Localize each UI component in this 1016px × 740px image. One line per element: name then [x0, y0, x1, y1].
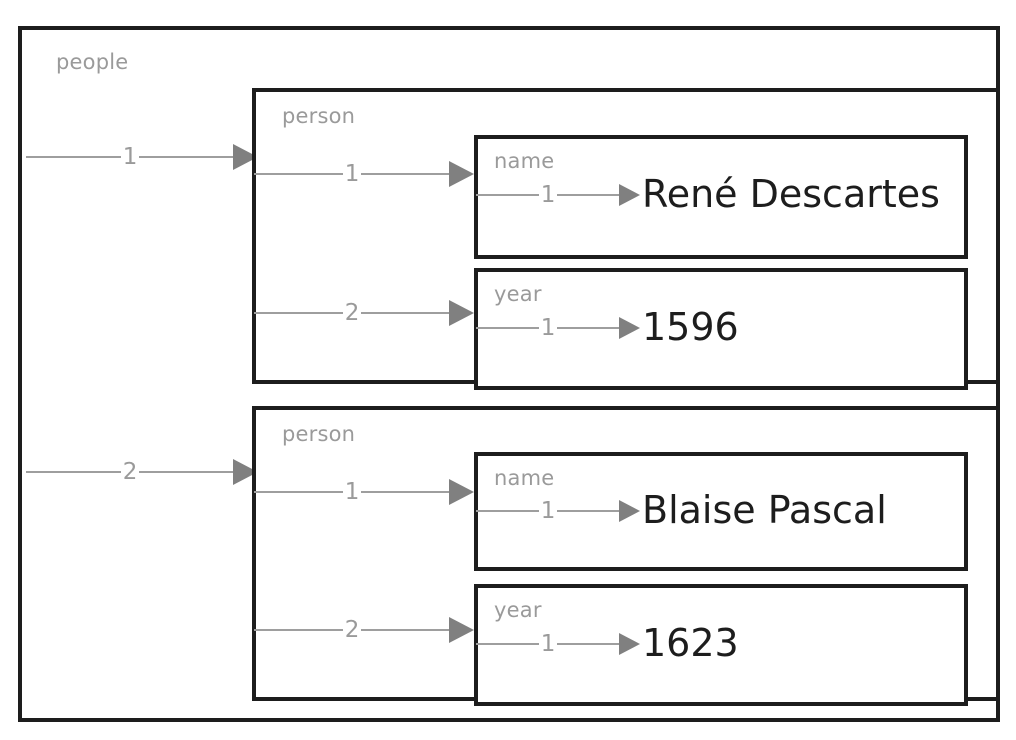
arrowhead-icon	[619, 500, 641, 522]
arrow-line	[361, 629, 451, 631]
arrow-line	[476, 643, 539, 645]
people-label: people	[56, 50, 129, 74]
people-index-1-arrow: 1	[26, 143, 259, 170]
year-1-label: year	[494, 282, 542, 306]
name-1-value-arrow: 1	[476, 181, 641, 208]
year-1-value-arrow: 1	[476, 314, 641, 341]
name-1-label: name	[494, 149, 555, 173]
arrow-line	[361, 173, 451, 175]
person-1-field-1-index: 1	[344, 160, 360, 187]
name-box-1: name 1 René Descartes	[474, 135, 968, 259]
year-1-value-index: 1	[540, 314, 556, 341]
person-box-1: person 1 2 name 1 René Descartes	[252, 88, 1000, 390]
person-2-label: person	[282, 422, 356, 446]
person-1-field-2-index: 2	[344, 299, 360, 326]
arrow-line	[254, 312, 343, 314]
arrow-line	[254, 491, 343, 493]
arrow-line	[26, 156, 121, 158]
name-2-value-index: 1	[540, 497, 556, 524]
name-2-value: Blaise Pascal	[642, 488, 887, 532]
arrowhead-icon	[619, 184, 641, 206]
arrow-line	[361, 312, 451, 314]
year-2-value: 1623	[642, 621, 739, 665]
arrow-line	[361, 491, 451, 493]
arrow-line	[476, 510, 539, 512]
person-2-field-1-index: 1	[344, 478, 360, 505]
person-1-field-1-arrow: 1	[254, 160, 475, 187]
arrowhead-icon	[449, 300, 475, 326]
arrow-line	[476, 327, 539, 329]
year-box-2: year 1 1623	[474, 584, 968, 706]
year-2-value-arrow: 1	[476, 630, 641, 657]
person-1-field-2-arrow: 2	[254, 299, 475, 326]
name-1-value: René Descartes	[642, 172, 940, 216]
person-2-field-2-arrow: 2	[254, 616, 475, 643]
people-index-2-arrow: 2	[26, 458, 259, 485]
name-1-value-index: 1	[540, 181, 556, 208]
people-box: people 1 2 person 1 2 name	[18, 26, 1000, 722]
arrow-line	[557, 643, 621, 645]
arrow-line	[476, 194, 539, 196]
person-2-field-2-index: 2	[344, 616, 360, 643]
arrowhead-icon	[619, 317, 641, 339]
year-1-value: 1596	[642, 305, 739, 349]
name-box-2: name 1 Blaise Pascal	[474, 452, 968, 571]
people-index-1-label: 1	[122, 143, 138, 170]
arrow-line	[139, 471, 235, 473]
person-2-field-1-arrow: 1	[254, 478, 475, 505]
name-2-value-arrow: 1	[476, 497, 641, 524]
arrow-line	[254, 629, 343, 631]
arrowhead-icon	[449, 479, 475, 505]
year-2-label: year	[494, 598, 542, 622]
person-1-label: person	[282, 104, 356, 128]
year-2-value-index: 1	[540, 630, 556, 657]
arrow-line	[557, 194, 621, 196]
people-index-2-label: 2	[122, 458, 138, 485]
person-box-2: person 1 2 name 1 Blaise Pascal	[252, 406, 1000, 706]
arrowhead-icon	[619, 633, 641, 655]
arrow-line	[26, 471, 121, 473]
year-box-1: year 1 1596	[474, 268, 968, 390]
arrow-line	[254, 173, 343, 175]
arrowhead-icon	[449, 617, 475, 643]
arrow-line	[557, 510, 621, 512]
name-2-label: name	[494, 466, 555, 490]
arrow-line	[557, 327, 621, 329]
arrowhead-icon	[449, 161, 475, 187]
arrow-line	[139, 156, 235, 158]
